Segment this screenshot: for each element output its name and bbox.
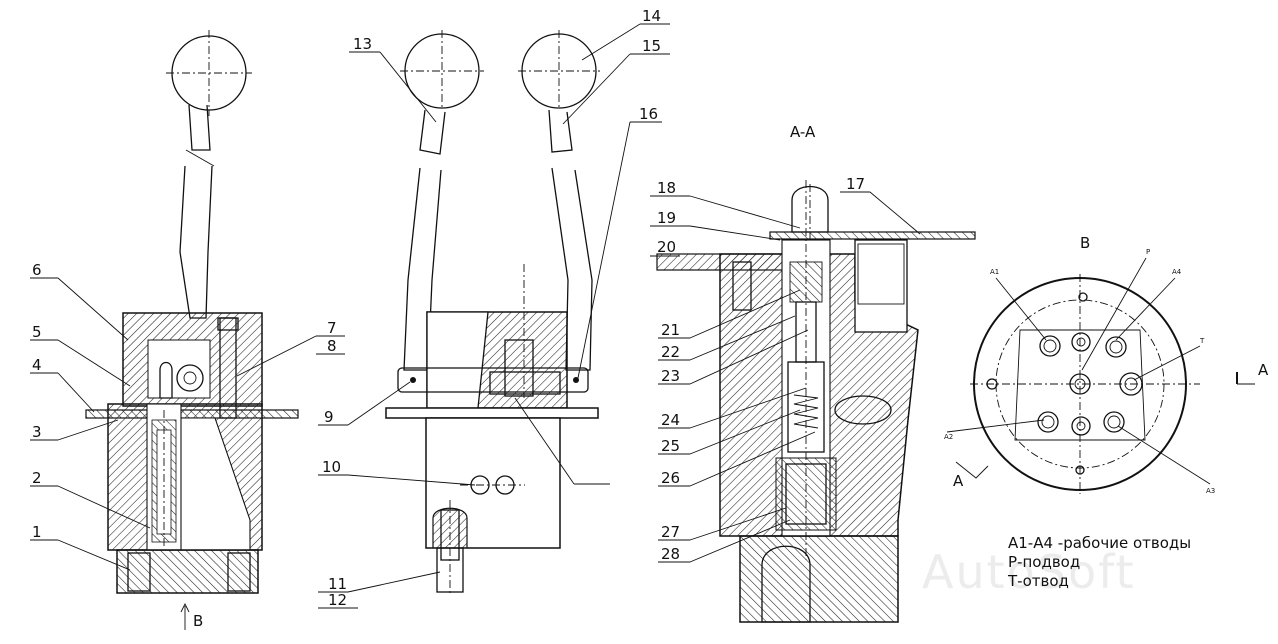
cut-a-right-label: A [1258, 361, 1269, 379]
label-15: 15 [642, 37, 661, 55]
view-b-face [946, 257, 1255, 494]
legend-line-3: Т-отвод [1008, 572, 1069, 590]
label-20: 20 [657, 238, 676, 256]
legend: А1-А4 -рабочие отводы Р-подвод Т-отвод [1008, 534, 1191, 591]
port-a2-label: A2 [944, 433, 953, 441]
port-a4-label: A4 [1172, 268, 1182, 276]
middle-leaders [318, 23, 670, 609]
label-5: 5 [32, 323, 42, 341]
middle-view [385, 30, 600, 594]
part-numbers: 6 5 4 3 2 1 7 8 9 10 11 12 13 14 15 16 1… [32, 7, 1269, 630]
label-22: 22 [661, 343, 680, 361]
label-18: 18 [657, 179, 676, 197]
label-27: 27 [661, 523, 680, 541]
label-13: 13 [353, 35, 372, 53]
port-a3-label: A3 [1206, 487, 1215, 495]
watermark: AutoSoft [922, 545, 1136, 599]
left-view [85, 30, 299, 630]
label-21: 21 [661, 321, 680, 339]
port-t-label: T [1199, 337, 1205, 345]
label-25: 25 [661, 437, 680, 455]
cut-a-left-label: A [953, 472, 964, 490]
label-23: 23 [661, 367, 680, 385]
label-10: 10 [322, 458, 341, 476]
label-11: 11 [328, 575, 347, 593]
label-17: 17 [846, 175, 865, 193]
left-leaders [30, 277, 345, 571]
label-8: 8 [327, 337, 337, 355]
label-3: 3 [32, 423, 42, 441]
label-16: 16 [639, 105, 658, 123]
label-26: 26 [661, 469, 680, 487]
legend-line-1: А1-А4 -рабочие отводы [1008, 534, 1192, 552]
label-19: 19 [657, 209, 676, 227]
label-6: 6 [32, 261, 42, 279]
legend-line-2: Р-подвод [1008, 553, 1081, 571]
label-28: 28 [661, 545, 680, 563]
view-b-title: B [1080, 234, 1090, 252]
port-a1-label: A1 [990, 268, 999, 276]
section-leaders [650, 191, 921, 563]
section-a-a [656, 180, 976, 623]
label-9: 9 [324, 408, 334, 426]
label-7: 7 [327, 319, 337, 337]
label-2: 2 [32, 469, 42, 487]
label-14: 14 [642, 7, 661, 25]
label-1: 1 [32, 523, 42, 541]
section-title: A-A [790, 123, 816, 141]
view-b-arrow-label: B [193, 612, 203, 630]
port-p-label: P [1146, 248, 1150, 256]
label-12: 12 [328, 591, 347, 609]
label-4: 4 [32, 356, 42, 374]
label-24: 24 [661, 411, 680, 429]
